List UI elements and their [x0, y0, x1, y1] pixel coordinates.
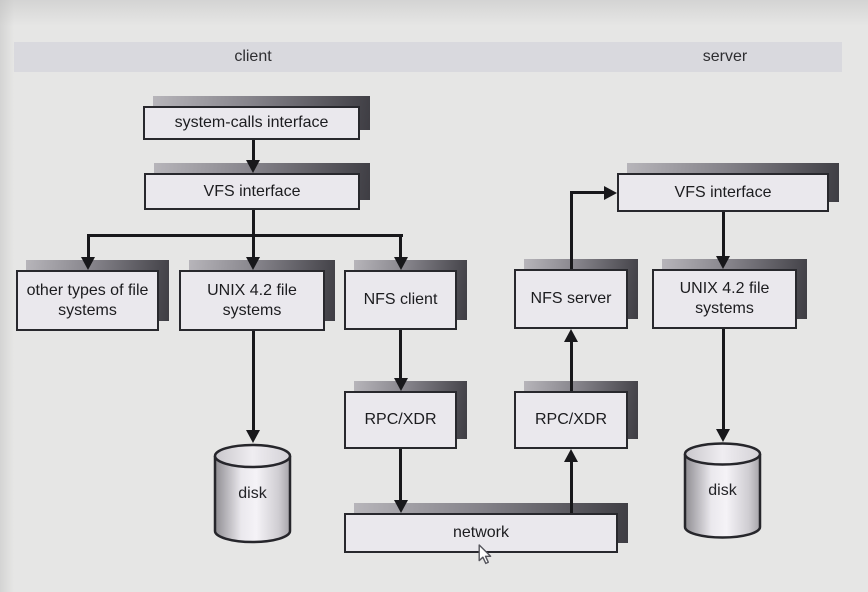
node-rpc-xdr-server: RPC/XDR: [514, 381, 638, 449]
node-label: RPC/XDR: [364, 411, 437, 428]
arrowhead-down-icon: [246, 160, 260, 173]
edge-nfs-server-elbow-horizontal: [569, 191, 605, 194]
edge-nfs-client-to-rpc: [399, 330, 402, 378]
node-nfs-server: NFS server: [514, 259, 638, 329]
node-label: system-calls interface: [174, 114, 329, 131]
node-label: VFS interface: [674, 183, 772, 201]
edge-rpc-server-to-nfs-server: [569, 342, 573, 391]
node-label: UNIX 4.2 file systems: [679, 280, 770, 317]
node-label: other types of file systems: [26, 281, 149, 319]
node-vfs-interface-server: VFS interface: [617, 163, 839, 212]
edge-branch-to-nfs-client: [399, 234, 402, 257]
arrowhead-down-icon: [393, 378, 408, 391]
node-unix-42-file-systems-server: UNIX 4.2 file systems: [652, 259, 807, 329]
node-rpc-xdr-client: RPC/XDR: [344, 381, 467, 449]
edge-nfs-server-elbow-vertical: [569, 191, 573, 269]
node-label: NFS server: [530, 290, 612, 307]
mouse-cursor-icon: [478, 544, 493, 565]
node-label: NFS client: [363, 291, 438, 308]
edge-unix-client-to-disk: [251, 331, 255, 430]
node-system-calls-interface: system-calls interface: [143, 96, 370, 140]
edge-vfs-branch-bar: [86, 234, 403, 237]
arrowhead-down-icon: [393, 257, 408, 270]
arrowhead-up-icon: [564, 329, 578, 342]
arrowhead-right-icon: [604, 185, 617, 200]
server-label: server: [702, 48, 748, 65]
edge-network-to-rpc-server: [569, 462, 573, 513]
edge-vfs-branch-stem: [251, 210, 255, 237]
edge-unix-server-to-disk: [721, 329, 725, 429]
edge-syscalls-to-vfs: [251, 140, 255, 160]
node-unix-42-file-systems-client: UNIX 4.2 file systems: [179, 260, 335, 331]
disk-cylinder-icon: [213, 443, 292, 544]
client-label: client: [234, 48, 272, 65]
node-nfs-client: NFS client: [344, 260, 467, 330]
client-server-band: client server: [14, 42, 842, 72]
node-label: VFS interface: [203, 182, 301, 200]
arrowhead-down-icon: [246, 257, 260, 270]
arrowhead-down-icon: [716, 429, 730, 442]
edge-branch-to-other-types: [86, 234, 90, 257]
arrowhead-up-icon: [564, 449, 578, 462]
disk-cylinder-icon: [683, 442, 762, 539]
disk-client: disk: [213, 443, 292, 545]
node-label: RPC/XDR: [534, 411, 607, 428]
node-label: UNIX 4.2 file systems: [207, 281, 297, 319]
disk-label: disk: [238, 485, 267, 502]
arrowhead-down-icon: [393, 500, 408, 513]
edge-branch-to-unix-client: [251, 234, 255, 257]
node-label: network: [452, 524, 510, 541]
node-other-types-of-file-systems: other types of file systems: [16, 260, 169, 331]
edge-rpc-client-to-network: [399, 449, 402, 500]
edge-vfs-server-to-unix-server: [721, 212, 725, 256]
arrowhead-down-icon: [246, 430, 260, 443]
arrowhead-down-icon: [81, 257, 95, 270]
node-vfs-interface-client: VFS interface: [144, 163, 370, 210]
arrowhead-down-icon: [716, 256, 730, 269]
disk-server: disk: [683, 442, 762, 540]
disk-label: disk: [708, 482, 737, 499]
